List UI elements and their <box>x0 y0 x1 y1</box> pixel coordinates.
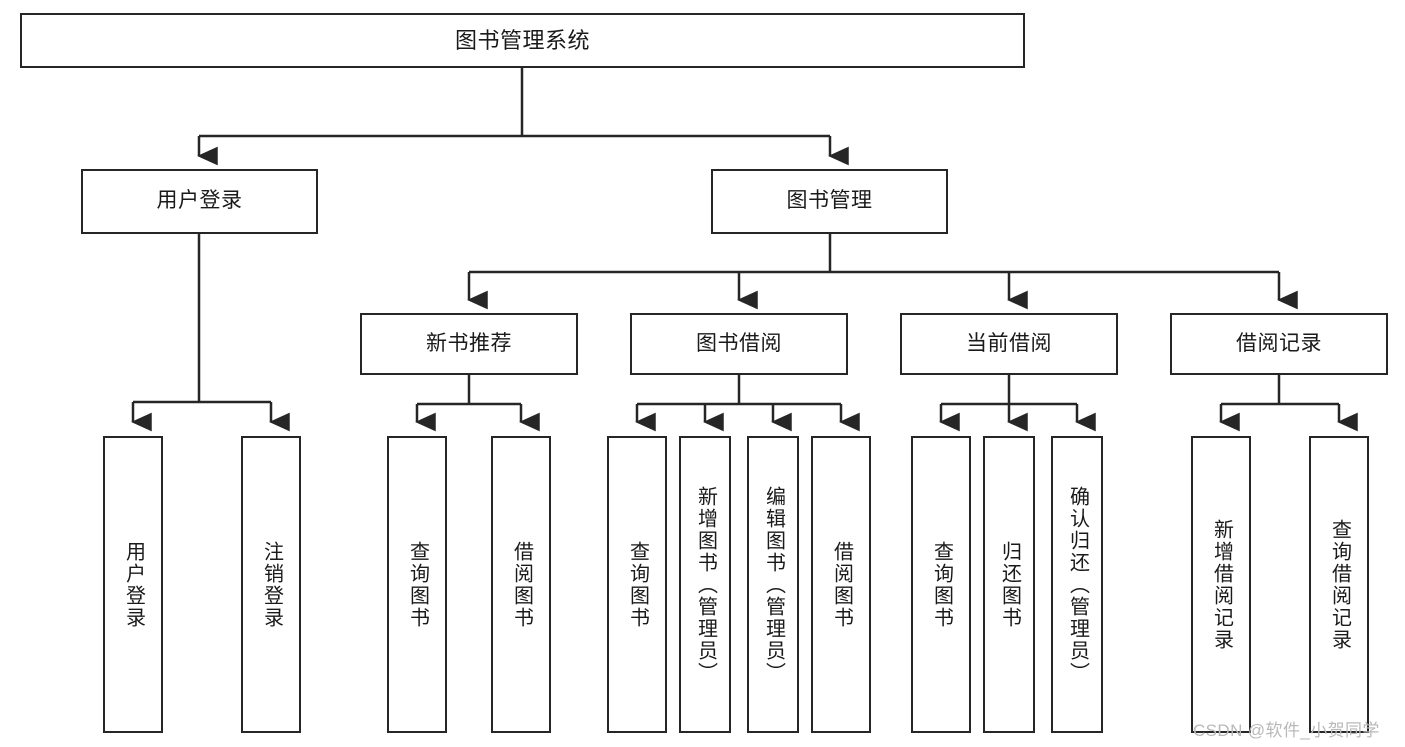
node-label: 查询图书 <box>930 540 953 629</box>
leaf-current-confirm-return-admin[interactable]: 确认归还（管理员） <box>1051 436 1103 733</box>
csdn-watermark: CSDN @软件_小贺同学 <box>1193 716 1380 741</box>
node-current-borrow[interactable]: 当前借阅 <box>900 313 1118 375</box>
node-label: 图书管理 <box>786 189 873 213</box>
leaf-borrow-add-book-admin[interactable]: 新增图书（管理员） <box>679 436 731 733</box>
node-label: 图书借阅 <box>696 331 782 355</box>
node-book-borrow[interactable]: 图书借阅 <box>630 313 848 375</box>
node-user-login[interactable]: 用户登录 <box>81 169 318 234</box>
node-label: 新增借阅记录 <box>1210 518 1233 651</box>
node-label: 新书推荐 <box>426 331 512 355</box>
leaf-record-query-borrow-record[interactable]: 查询借阅记录 <box>1309 436 1369 733</box>
node-book-management[interactable]: 图书管理 <box>711 169 948 234</box>
leaf-user-login[interactable]: 用户登录 <box>103 436 163 733</box>
node-label: 查询图书 <box>406 540 429 629</box>
node-label: 查询借阅记录 <box>1328 518 1351 651</box>
node-label: 图书管理系统 <box>454 27 590 53</box>
node-label: 确认归还（管理员） <box>1066 485 1089 684</box>
leaf-borrow-query-book[interactable]: 查询图书 <box>607 436 667 733</box>
node-label: 查询图书 <box>626 540 649 629</box>
leaf-current-query-book[interactable]: 查询图书 <box>911 436 971 733</box>
node-label: 借阅图书 <box>830 540 853 629</box>
node-root-system[interactable]: 图书管理系统 <box>20 13 1025 68</box>
leaf-recommend-query-book[interactable]: 查询图书 <box>387 436 447 733</box>
node-label: 归还图书 <box>998 540 1021 629</box>
node-label: 当前借阅 <box>966 331 1052 355</box>
node-borrow-record[interactable]: 借阅记录 <box>1170 313 1388 375</box>
node-label: 用户登录 <box>122 540 145 629</box>
leaf-borrow-edit-book-admin[interactable]: 编辑图书（管理员） <box>747 436 799 733</box>
node-label: 借阅记录 <box>1236 331 1322 355</box>
leaf-record-add-borrow-record[interactable]: 新增借阅记录 <box>1191 436 1251 733</box>
leaf-recommend-borrow-book[interactable]: 借阅图书 <box>491 436 551 733</box>
leaf-logout-login[interactable]: 注销登录 <box>241 436 301 733</box>
node-new-book-recommend[interactable]: 新书推荐 <box>360 313 578 375</box>
watermark-text: CSDN @软件_小贺同学 <box>1193 721 1380 740</box>
node-label: 注销登录 <box>260 540 283 629</box>
leaf-current-return-book[interactable]: 归还图书 <box>983 436 1035 733</box>
node-label: 新增图书（管理员） <box>694 485 717 684</box>
leaf-borrow-borrow-book[interactable]: 借阅图书 <box>811 436 871 733</box>
node-label: 编辑图书（管理员） <box>762 485 785 684</box>
node-label: 用户登录 <box>156 189 243 213</box>
node-label: 借阅图书 <box>510 540 533 629</box>
